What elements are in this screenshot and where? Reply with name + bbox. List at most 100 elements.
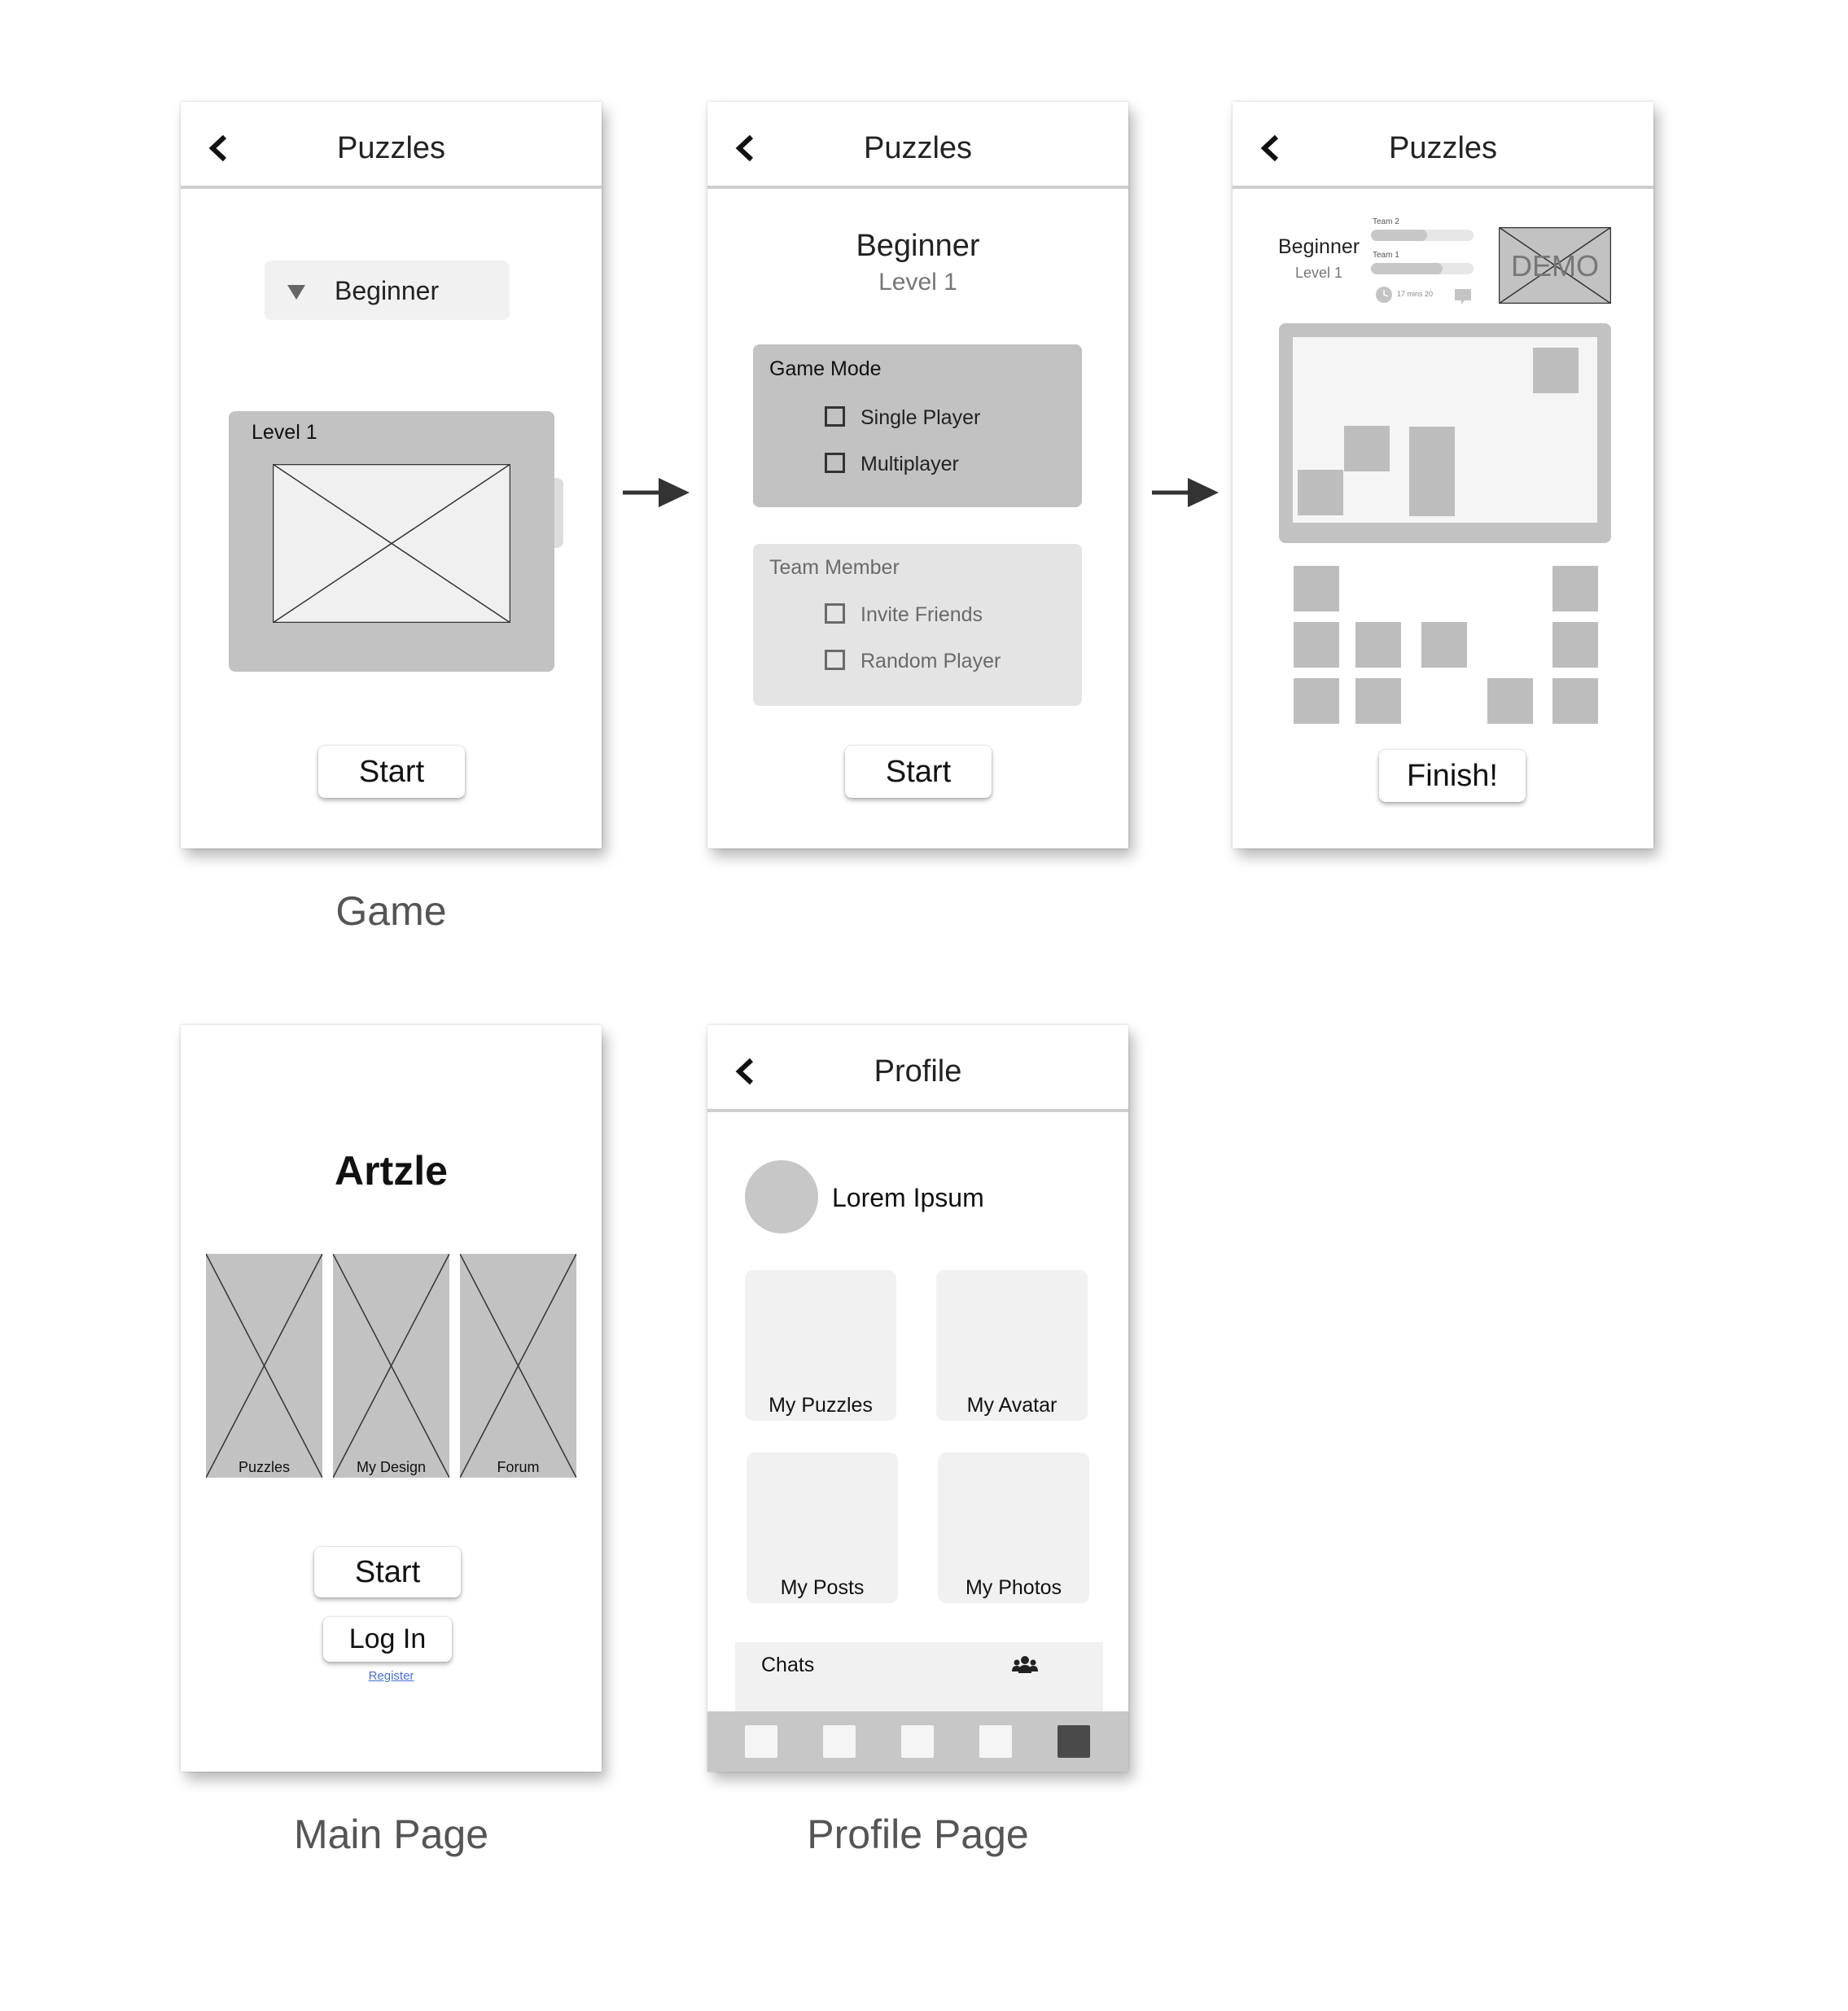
demo-placeholder-cross — [1499, 227, 1611, 304]
level-dropdown[interactable]: Beginner — [265, 261, 510, 320]
image-placeholder — [333, 1254, 449, 1478]
dropdown-value: Beginner — [335, 276, 440, 305]
back-arrow-icon[interactable] — [734, 1058, 756, 1085]
placed-piece[interactable] — [1409, 427, 1455, 516]
puzzle-piece[interactable] — [1294, 566, 1339, 611]
nav-tile-forum[interactable]: Forum — [460, 1254, 576, 1478]
login-button[interactable]: Log In — [323, 1617, 452, 1662]
team1-label: Team 1 — [1373, 251, 1399, 260]
team-member-panel: Team Member Invite Friends Random Player — [753, 544, 1082, 706]
tile-label: My Avatar — [966, 1394, 1058, 1417]
level-card[interactable]: Level 1 — [229, 411, 554, 672]
placed-piece[interactable] — [1533, 348, 1579, 393]
puzzle-piece[interactable] — [1487, 678, 1533, 724]
image-placeholder — [460, 1254, 576, 1478]
puzzle-piece[interactable] — [1294, 622, 1339, 668]
back-arrow-icon[interactable] — [1259, 134, 1281, 162]
back-arrow-icon[interactable] — [207, 134, 230, 162]
header: Puzzles — [707, 102, 1128, 189]
page-title: Profile — [874, 1054, 962, 1089]
finish-button[interactable]: Finish! — [1379, 750, 1526, 802]
start-button[interactable]: Start — [318, 746, 465, 798]
placed-piece[interactable] — [1344, 426, 1390, 471]
tile-label: My Photos — [965, 1576, 1062, 1599]
flow-arrow-icon — [1152, 478, 1219, 507]
team2-progress-track — [1371, 230, 1474, 241]
puzzle-piece[interactable] — [1355, 622, 1401, 668]
bottom-nav-item-1[interactable] — [745, 1725, 777, 1758]
clock-icon — [1376, 287, 1392, 303]
nav-tile-my-design[interactable]: My Design — [333, 1254, 449, 1478]
game-mode-panel: Game Mode Single Player Multiplayer — [753, 344, 1082, 507]
caption-profile-page: Profile Page — [807, 1812, 1029, 1857]
tile-my-photos[interactable]: My Photos — [938, 1452, 1089, 1603]
bottom-nav-item-5-active[interactable] — [1058, 1725, 1090, 1758]
app-title: Artzle — [335, 1148, 448, 1194]
chats-label: Chats — [761, 1654, 815, 1676]
puzzle-board-canvas — [1293, 337, 1597, 523]
demo-label: DEMO — [1511, 249, 1599, 283]
bottom-nav-item-2[interactable] — [823, 1725, 856, 1758]
team-member-heading: Team Member — [769, 556, 900, 579]
level-name: Beginner — [856, 229, 980, 263]
page-title: Puzzles — [1388, 131, 1498, 165]
screen-profile: Profile Lorem Ipsum My Puzzles My Avatar… — [707, 1025, 1128, 1772]
image-placeholder — [206, 1254, 322, 1478]
puzzle-board[interactable] — [1279, 323, 1611, 543]
puzzle-piece[interactable] — [1552, 622, 1598, 668]
random-player-label: Random Player — [861, 650, 1001, 673]
multiplayer-checkbox[interactable] — [825, 453, 845, 473]
dropdown-triangle-icon — [287, 285, 305, 300]
tile-label: My Puzzles — [769, 1394, 873, 1417]
puzzle-piece[interactable] — [1552, 566, 1598, 611]
tile-my-posts[interactable]: My Posts — [747, 1452, 898, 1603]
puzzle-piece[interactable] — [1421, 622, 1467, 668]
start-button[interactable]: Start — [314, 1547, 461, 1597]
screen-main: Artzle Puzzles My Design Forum Start Log… — [181, 1025, 602, 1772]
team2-progress-fill — [1371, 230, 1428, 241]
puzzle-piece[interactable] — [1355, 678, 1401, 724]
chat-bubble-icon[interactable] — [1454, 288, 1472, 306]
random-player-checkbox[interactable] — [825, 650, 845, 670]
users-group-icon[interactable] — [1011, 1655, 1039, 1675]
team1-progress-track — [1371, 263, 1474, 274]
bottom-nav-item-3[interactable] — [901, 1725, 934, 1758]
bottom-nav-item-4[interactable] — [979, 1725, 1012, 1758]
start-button[interactable]: Start — [845, 746, 992, 798]
screen-puzzle-play: Puzzles Beginner Level 1 Team 2 Team 1 1… — [1233, 102, 1653, 848]
user-name: Lorem Ipsum — [832, 1183, 984, 1212]
puzzle-piece[interactable] — [1552, 678, 1598, 724]
single-player-checkbox[interactable] — [825, 406, 845, 427]
header: Puzzles — [181, 102, 602, 189]
image-placeholder — [273, 464, 510, 623]
chats-panel[interactable]: Chats — [735, 1642, 1103, 1724]
invite-friends-checkbox[interactable] — [825, 603, 845, 624]
puzzle-piece[interactable] — [1294, 678, 1339, 724]
team1-progress-fill — [1371, 263, 1443, 274]
nav-tile-label: My Design — [356, 1459, 427, 1475]
flow-arrow-icon — [623, 478, 690, 507]
tile-my-avatar[interactable]: My Avatar — [936, 1270, 1088, 1421]
level-subtitle: Level 1 — [1295, 265, 1343, 281]
nav-tile-puzzles[interactable]: Puzzles — [206, 1254, 322, 1478]
tile-label: My Posts — [780, 1576, 865, 1599]
team2-label: Team 2 — [1373, 217, 1399, 226]
game-mode-heading: Game Mode — [769, 357, 882, 380]
invite-friends-label: Invite Friends — [861, 603, 983, 626]
screen-game-mode: Puzzles Beginner Level 1 Game Mode Singl… — [707, 102, 1128, 848]
level-card-label: Level 1 — [252, 421, 317, 444]
placed-piece[interactable] — [1298, 470, 1343, 515]
back-arrow-icon[interactable] — [734, 134, 756, 162]
caption-main-page: Main Page — [293, 1812, 489, 1857]
page-title: Puzzles — [863, 131, 973, 165]
demo-image[interactable]: DEMO — [1499, 227, 1611, 304]
level-subtitle: Level 1 — [878, 269, 957, 296]
header: Profile — [707, 1025, 1128, 1112]
register-link[interactable]: Register — [368, 1669, 414, 1683]
tile-my-puzzles[interactable]: My Puzzles — [745, 1270, 896, 1421]
header: Puzzles — [1233, 102, 1653, 189]
avatar[interactable] — [745, 1160, 818, 1233]
multiplayer-label: Multiplayer — [861, 453, 959, 475]
nav-tile-label: Forum — [497, 1459, 540, 1475]
single-player-label: Single Player — [861, 406, 981, 429]
